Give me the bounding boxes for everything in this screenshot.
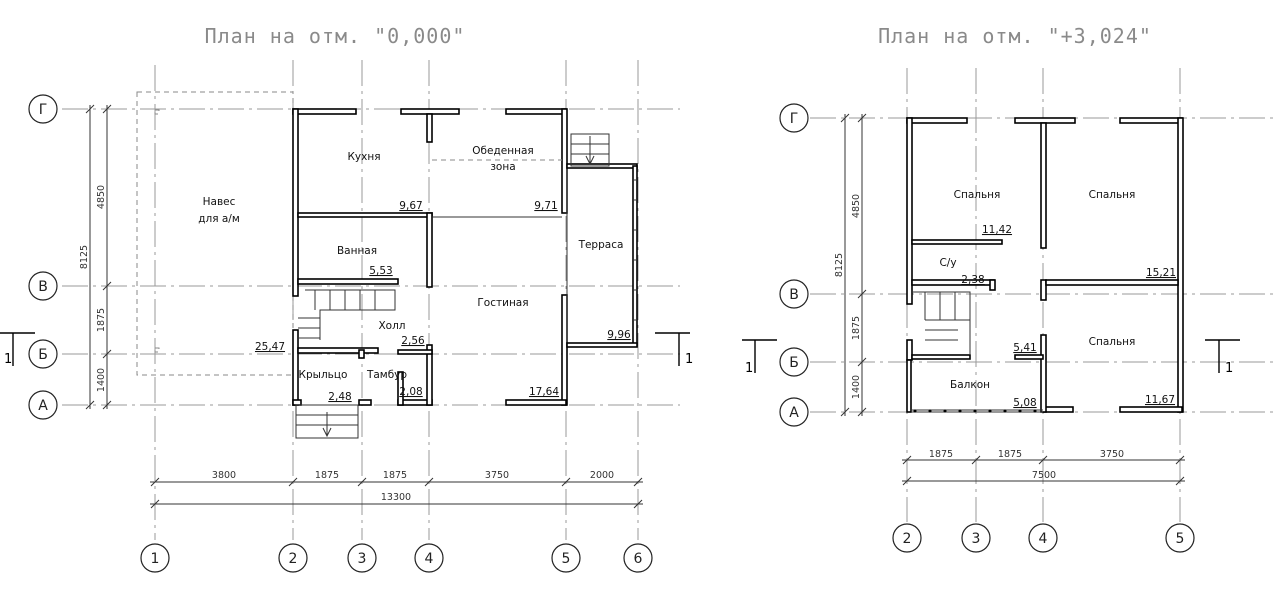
room-label: Тамбур bbox=[366, 369, 407, 381]
dim-text: 1875 bbox=[998, 449, 1022, 460]
axis-label: А bbox=[789, 405, 799, 421]
axis-label: 2 bbox=[289, 551, 298, 567]
axis-label: Г bbox=[790, 111, 799, 127]
dim-text: 4850 bbox=[851, 194, 862, 218]
axis-label: 5 bbox=[562, 551, 571, 567]
area-label: 11,42 bbox=[982, 224, 1012, 236]
axis-label: 4 bbox=[425, 551, 434, 567]
room-label: Холл bbox=[378, 320, 405, 332]
section-cut-left: 1 bbox=[0, 332, 35, 367]
plan1-title: План на отм. "0,000" bbox=[205, 24, 466, 48]
cut-label: 1 bbox=[1225, 361, 1233, 376]
room-label: Ванная bbox=[337, 245, 377, 257]
dimensions-bottom: 3800 1875 1875 3750 2000 13300 bbox=[150, 470, 643, 509]
area-label: 9,71 bbox=[534, 200, 557, 212]
dim-total: 7500 bbox=[1032, 470, 1056, 481]
area-label: 17,64 bbox=[529, 386, 559, 398]
room-label: Балкон bbox=[950, 379, 990, 391]
axis-label: Г bbox=[39, 102, 48, 118]
cut-label: 1 bbox=[4, 352, 12, 367]
terrace-structure bbox=[566, 133, 638, 348]
room-label: Крыльцо bbox=[299, 369, 348, 381]
area-label: 2,38 bbox=[961, 274, 984, 286]
plan-second-floor: План на отм. "+3,024" bbox=[742, 24, 1276, 553]
dim-text: 3800 bbox=[212, 470, 236, 481]
dimensions-left-2: 4850 1875 1400 8125 bbox=[834, 113, 867, 417]
dim-text: 3750 bbox=[485, 470, 509, 481]
cut-label: 1 bbox=[745, 361, 753, 376]
room-label: Обеденная bbox=[472, 145, 533, 157]
plan-ground-floor: План на отм. "0,000" bbox=[0, 24, 693, 573]
room-label: Спальня bbox=[1089, 336, 1136, 348]
dim-text: 3750 bbox=[1100, 449, 1124, 460]
area-label: 5,08 bbox=[1013, 397, 1036, 409]
dim-text: 4850 bbox=[96, 185, 107, 209]
dim-text: 1875 bbox=[851, 316, 862, 340]
room-label: Гостиная bbox=[477, 297, 528, 309]
dim-text: 1875 bbox=[96, 308, 107, 332]
dim-total: 13300 bbox=[381, 492, 411, 503]
room-label: С/у bbox=[939, 257, 956, 269]
dim-text: 1400 bbox=[851, 375, 862, 399]
axis-label: В bbox=[38, 279, 48, 295]
dim-text: 1400 bbox=[96, 368, 107, 392]
area-label: 9,96 bbox=[607, 329, 631, 341]
area-label: 25,47 bbox=[255, 341, 285, 353]
section-cut-right-2: 1 bbox=[1205, 339, 1240, 376]
porch-steps bbox=[295, 404, 359, 439]
axis-label: 6 bbox=[634, 551, 643, 567]
axis-label: Б bbox=[789, 355, 799, 371]
stairs-ground bbox=[298, 289, 396, 340]
axis-label: В bbox=[789, 287, 799, 303]
room-label: Спальня bbox=[1089, 189, 1136, 201]
plan2-title: План на отм. "+3,024" bbox=[878, 24, 1152, 48]
area-label: 2,08 bbox=[399, 386, 422, 398]
axis-label: А bbox=[38, 398, 48, 414]
stairs-second bbox=[912, 291, 971, 355]
dimensions-left: 4850 1875 1400 8125 bbox=[79, 104, 112, 410]
dim-text: 1875 bbox=[383, 470, 407, 481]
balcony-railing bbox=[906, 359, 1043, 413]
room-label: зона bbox=[490, 161, 515, 173]
axis-label: 3 bbox=[358, 551, 367, 567]
dim-text: 1875 bbox=[315, 470, 339, 481]
room-label: Терраса bbox=[578, 239, 624, 251]
axis-label: 5 bbox=[1176, 531, 1185, 547]
axis-label: 4 bbox=[1039, 531, 1048, 547]
room-label: Навес bbox=[203, 196, 236, 208]
area-label: 5,53 bbox=[369, 265, 392, 277]
area-label: 2,56 bbox=[401, 335, 425, 347]
area-label: 15,21 bbox=[1146, 267, 1176, 279]
room-label: Кухня bbox=[347, 151, 380, 163]
dim-text: 1875 bbox=[929, 449, 953, 460]
area-label: 5,41 bbox=[1013, 342, 1036, 354]
axis-label: Б bbox=[38, 347, 48, 363]
axis-label: 1 bbox=[151, 551, 160, 567]
axis-label: 2 bbox=[903, 531, 912, 547]
dim-total: 8125 bbox=[79, 245, 90, 269]
room-label: для а/м bbox=[198, 213, 240, 225]
dimensions-bottom-2: 1875 1875 3750 7500 bbox=[902, 449, 1185, 486]
room-label: Спальня bbox=[954, 189, 1001, 201]
area-label: 9,67 bbox=[399, 200, 422, 212]
area-label: 2,48 bbox=[328, 391, 351, 403]
cut-label: 1 bbox=[685, 352, 693, 367]
section-cut-left-2: 1 bbox=[742, 339, 777, 376]
section-cut-right: 1 bbox=[655, 332, 693, 367]
axis-label: 3 bbox=[972, 531, 981, 547]
area-label: 11,67 bbox=[1145, 394, 1175, 406]
dim-total: 8125 bbox=[834, 253, 845, 277]
dim-text: 2000 bbox=[590, 470, 614, 481]
